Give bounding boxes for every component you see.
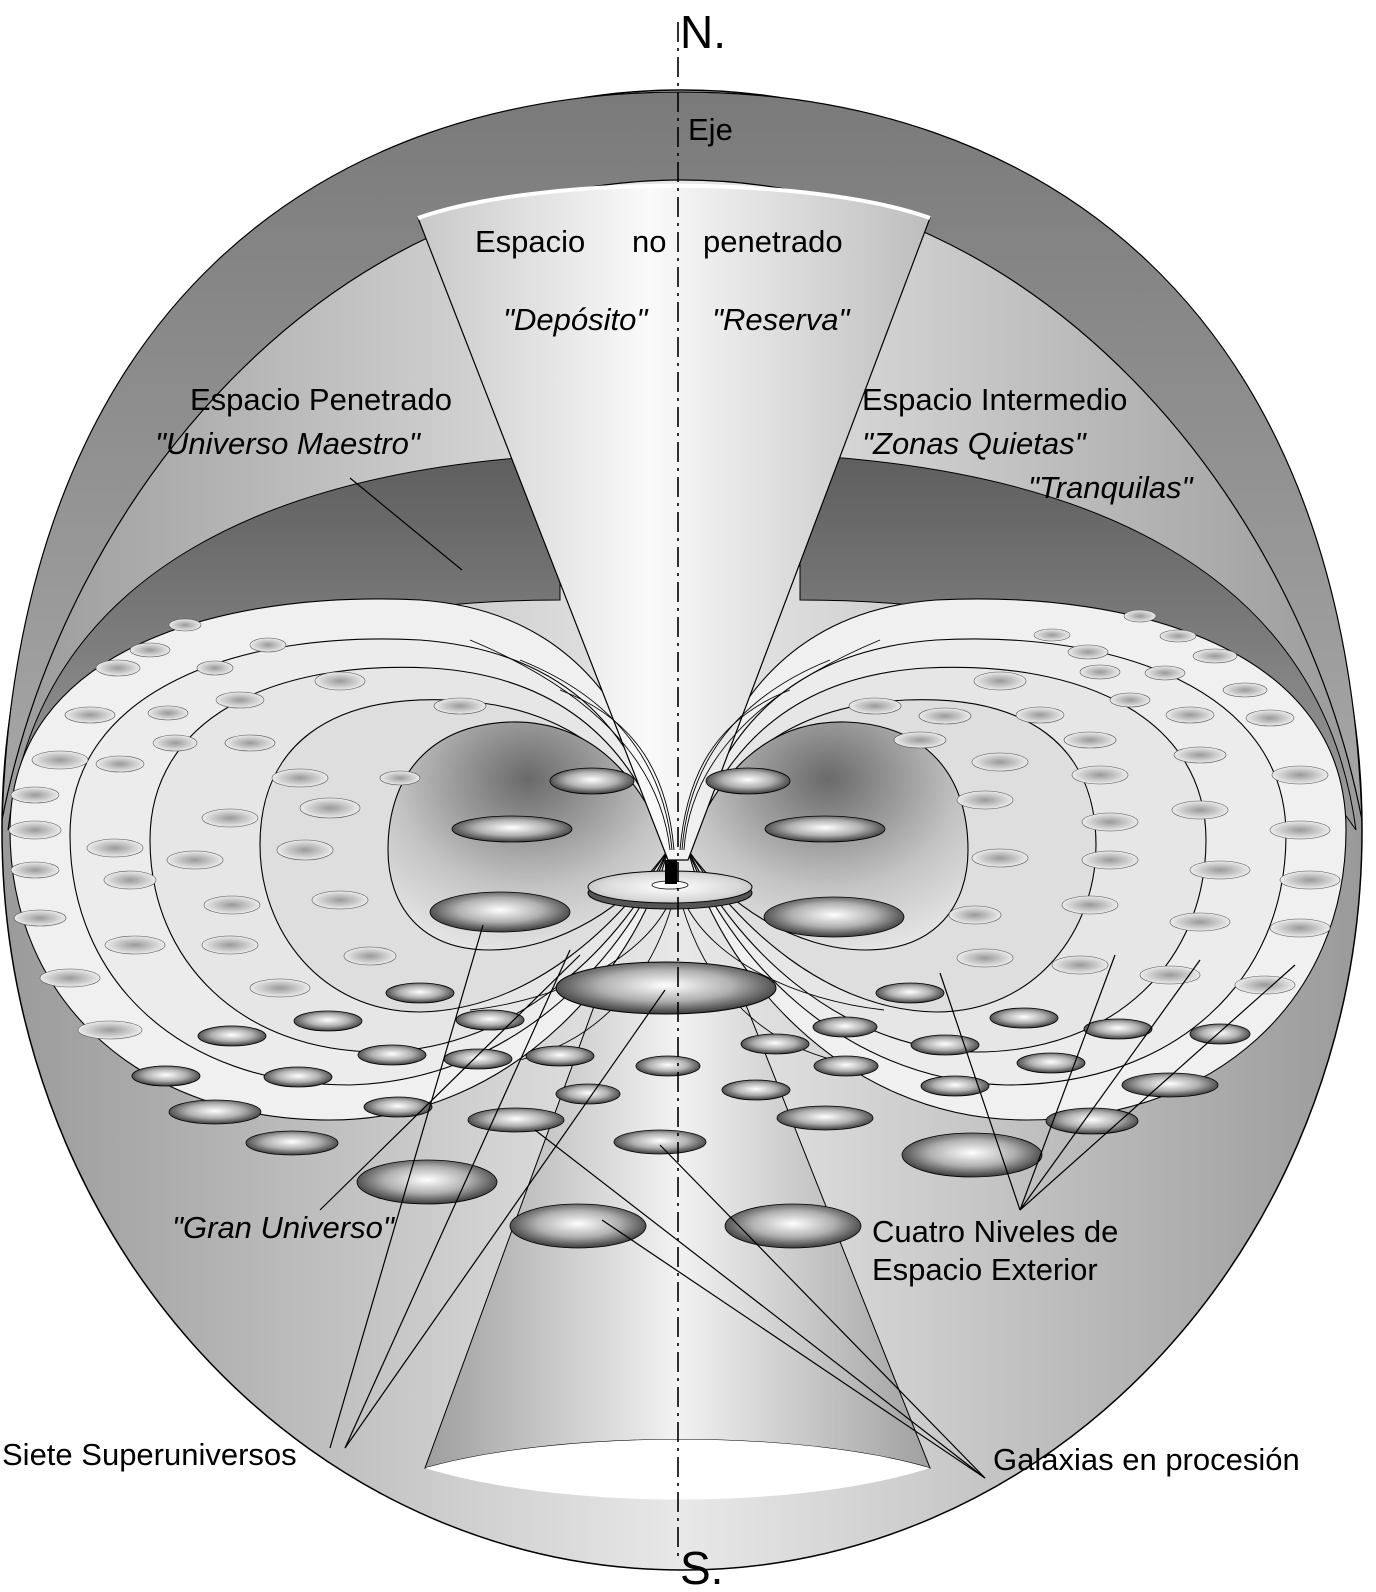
cone-title-word-1: Espacio xyxy=(475,224,585,259)
grand-universe-disc xyxy=(555,961,777,1015)
outer-levels-line-1: Cuatro Niveles de xyxy=(872,1214,1118,1249)
inner-galaxies xyxy=(131,767,1251,1249)
grand-universe-label: "Gran Universo" xyxy=(172,1210,396,1245)
penetrated-space-label: Espacio Penetrado xyxy=(190,382,452,417)
cone-reserve-label: "Reserva" xyxy=(712,302,851,337)
outer-levels-line-2: Espacio Exterior xyxy=(872,1252,1098,1287)
cone-title-word-2: no xyxy=(632,224,666,259)
master-universe-label: "Universo Maestro" xyxy=(155,426,422,461)
field-lines xyxy=(469,639,885,1061)
axis-south-label: S. xyxy=(680,1542,723,1592)
cone-deposit-label: "Depósito" xyxy=(503,302,649,337)
ring-galaxies xyxy=(8,609,1341,1087)
intermediate-space-label: Espacio Intermedio xyxy=(862,382,1127,417)
central-isle xyxy=(587,860,753,910)
galaxies-label: Galaxias en procesión xyxy=(993,1442,1300,1477)
north-cone-rim xyxy=(417,183,931,220)
cone-title-word-3: penetrado xyxy=(703,224,843,259)
superuniverses-label: Siete Superuniversos xyxy=(2,1437,297,1472)
quiet-zones-label: "Zonas Quietas" xyxy=(862,426,1088,461)
tranquil-label: "Tranquilas" xyxy=(1028,470,1194,505)
axis-north-label: N. xyxy=(680,6,726,58)
leader-lines xyxy=(319,477,1296,1479)
shell-cap xyxy=(1,91,1363,821)
axis-label: Eje xyxy=(688,112,733,147)
